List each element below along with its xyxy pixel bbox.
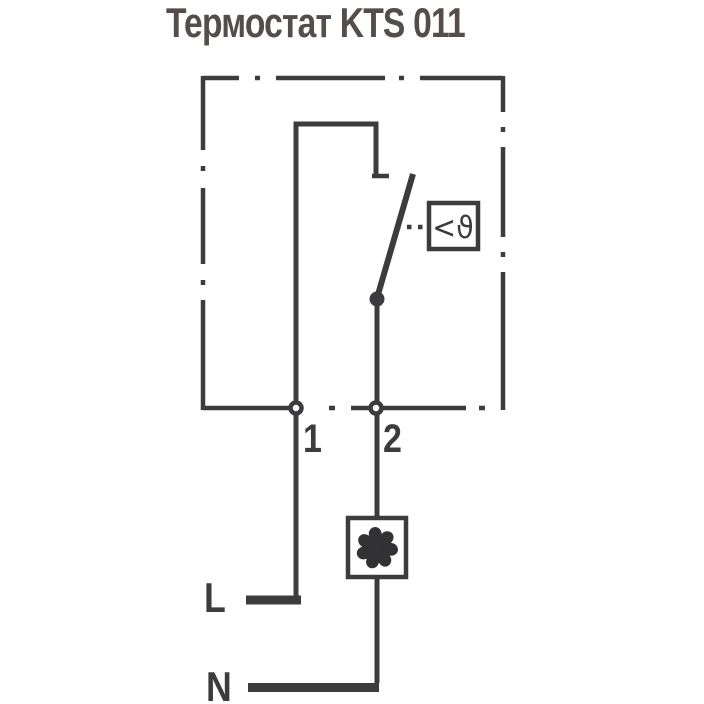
enclosure-border bbox=[200, 75, 506, 411]
neutral-terminal-label: N bbox=[206, 664, 232, 704]
terminal-2 bbox=[368, 400, 384, 416]
wire-terminal1-to-contact bbox=[293, 121, 379, 404]
live-terminal-label: L bbox=[204, 575, 226, 621]
switch-pivot-dot bbox=[369, 291, 385, 307]
terminal-2-label: 2 bbox=[383, 415, 402, 460]
terminal-1 bbox=[288, 400, 304, 416]
fan-icon bbox=[356, 527, 398, 569]
temperature-sensor-label: <ϑ bbox=[432, 210, 474, 246]
page-title: Термостат KTS 011 bbox=[166, 0, 466, 46]
temperature-sensor-box bbox=[426, 200, 481, 252]
switch-lever-icon bbox=[374, 173, 416, 299]
terminal-1-label: 1 bbox=[303, 415, 322, 460]
